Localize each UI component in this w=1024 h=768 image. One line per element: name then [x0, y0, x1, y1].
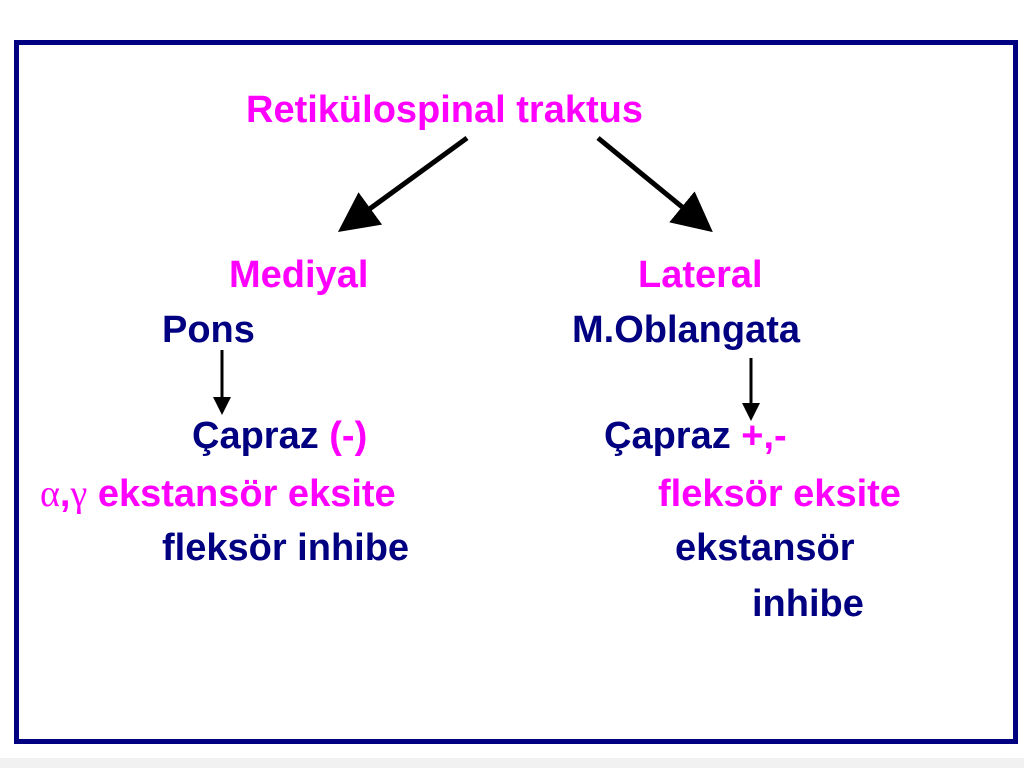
- bottom-strip: [0, 758, 1024, 768]
- lateral-effect-inhibit-line2: inhibe: [752, 583, 864, 625]
- medial-excite-line: α,γ ekstansör eksite: [40, 472, 396, 516]
- medial-effect-inhibit: fleksör inhibe: [162, 527, 410, 569]
- medial-crossing: Çapraz (-): [192, 414, 367, 458]
- lateral-effect-excite: fleksör eksite: [658, 473, 901, 515]
- greek-gamma: γ: [70, 473, 88, 515]
- medial-effect-excite: ekstansör eksite: [97, 473, 396, 515]
- medial-heading: Mediyal: [229, 254, 369, 296]
- lateral-origin: M.Oblangata: [572, 309, 801, 351]
- lateral-crossing-label: Çapraz: [604, 415, 731, 457]
- lateral-heading: Lateral: [638, 254, 763, 296]
- greek-alpha: α: [40, 473, 60, 515]
- medial-crossing-sign: (-): [329, 415, 368, 457]
- diagram-title: Retikülospinal traktus: [246, 89, 643, 131]
- lateral-effect-inhibit-line1: ekstansör: [675, 527, 855, 569]
- greek-separator: ,: [59, 473, 71, 515]
- slide-frame: [14, 40, 1018, 744]
- medial-crossing-label: Çapraz: [192, 415, 319, 457]
- lateral-crossing: Çapraz +,-: [604, 414, 787, 458]
- lateral-crossing-sign: +,-: [741, 415, 787, 457]
- medial-origin: Pons: [162, 309, 255, 351]
